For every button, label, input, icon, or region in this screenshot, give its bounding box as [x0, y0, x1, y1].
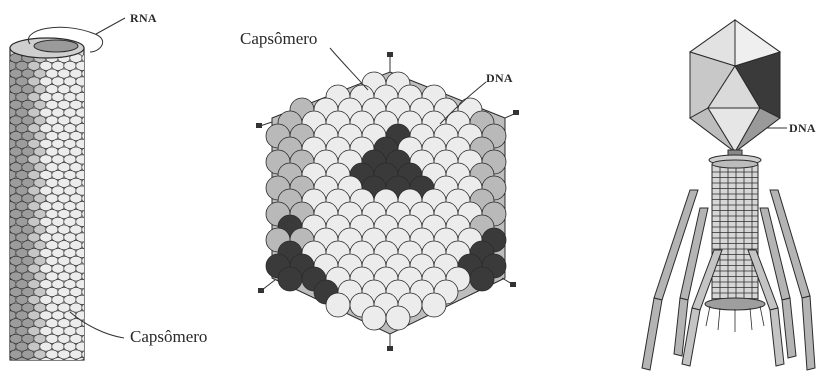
- helical-capsomer: [88, 264, 100, 273]
- helical-capsomer: [0, 225, 10, 234]
- helical-capsomer: [0, 319, 10, 328]
- rod-capsomer-label: Capsômero: [130, 327, 207, 346]
- helical-capsomer: [88, 342, 100, 351]
- helical-capsomer: [0, 272, 10, 281]
- helical-capsomer: [64, 358, 76, 367]
- helical-capsomer: [0, 209, 10, 218]
- helical-capsomer: [0, 303, 10, 312]
- helical-capsomer: [16, 358, 28, 367]
- helical-capsomer: [88, 358, 100, 367]
- helical-capsomer: [88, 248, 100, 257]
- helical-capsomer: [0, 69, 10, 78]
- helical-capsomer: [88, 139, 100, 148]
- bacteriophage: DNA: [642, 20, 816, 370]
- helical-capsomer: [88, 280, 100, 289]
- helical-capsomer: [88, 124, 100, 133]
- helical-capsomer: [52, 358, 64, 367]
- helical-capsomer: [0, 53, 10, 62]
- icosahedral-capsomer: [362, 306, 386, 330]
- icosahedral-capsomer: [470, 267, 494, 291]
- helical-capsomer: [0, 100, 10, 109]
- helical-capsomer: [88, 186, 100, 195]
- icosahedral-capsomer: [326, 293, 350, 317]
- helical-capsomer: [0, 350, 10, 359]
- helical-virus: RNA Capsômero: [0, 11, 207, 367]
- phage-base-plate: [705, 298, 765, 310]
- helical-capsomer: [0, 147, 10, 156]
- helical-capsomer: [88, 170, 100, 179]
- phage-tail-sheath: [712, 160, 758, 302]
- icosahedral-virus: Capsômero DNA: [240, 29, 519, 351]
- helical-capsomer: [40, 358, 52, 367]
- helical-capsomer: [0, 131, 10, 140]
- helical-capsomer: [88, 61, 100, 70]
- helical-capsomer: [88, 311, 100, 320]
- phage-head: [690, 20, 780, 152]
- helical-capsomer: [88, 92, 100, 101]
- helical-capsomer: [0, 85, 10, 94]
- helical-capsomer: [0, 163, 10, 172]
- helical-capsomers: [0, 53, 100, 366]
- helical-capsomer: [88, 202, 100, 211]
- helical-capsomer: [88, 77, 100, 86]
- helical-capsomer: [88, 217, 100, 226]
- icosahedral-capsomer: [278, 267, 302, 291]
- helical-capsomer: [0, 178, 10, 187]
- helical-capsomer: [88, 108, 100, 117]
- helical-capsomer: [0, 241, 10, 250]
- rod-rna-label: RNA: [130, 11, 157, 25]
- phage-dna-label: DNA: [789, 121, 816, 135]
- helical-capsomer: [0, 116, 10, 125]
- helical-capsomer: [88, 295, 100, 304]
- helical-capsomer: [88, 155, 100, 164]
- icosahedral-capsomer: [386, 306, 410, 330]
- helical-capsomer: [0, 287, 10, 296]
- icosahedral-capsomer: [422, 293, 446, 317]
- helical-capsomer: [28, 358, 40, 367]
- helical-capsomer: [88, 233, 100, 242]
- icosa-capsomer-label: Capsômero: [240, 29, 317, 48]
- helical-capsomer: [0, 334, 10, 343]
- helical-capsomer: [0, 256, 10, 265]
- icosa-dna-label: DNA: [486, 71, 513, 85]
- helical-capsomer: [0, 194, 10, 203]
- helical-capsomer: [76, 358, 88, 367]
